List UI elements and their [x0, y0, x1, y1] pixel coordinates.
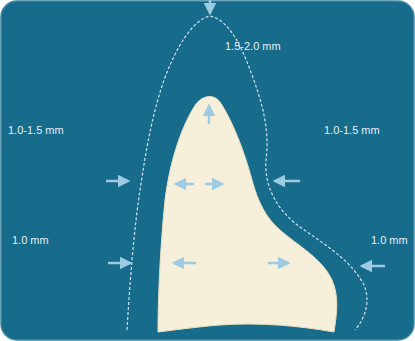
dimension-label: 1.5-2.0 mm	[225, 40, 281, 53]
dimension-label: 1.0-1.5 mm	[324, 124, 380, 137]
dimension-label: 1.0 mm	[12, 234, 49, 247]
dimension-label: 1.0-1.5 mm	[8, 124, 64, 137]
dimension-label: 1.0 mm	[371, 234, 408, 247]
tooth-preparation	[158, 97, 337, 332]
reduction-arrows	[106, 0, 385, 266]
